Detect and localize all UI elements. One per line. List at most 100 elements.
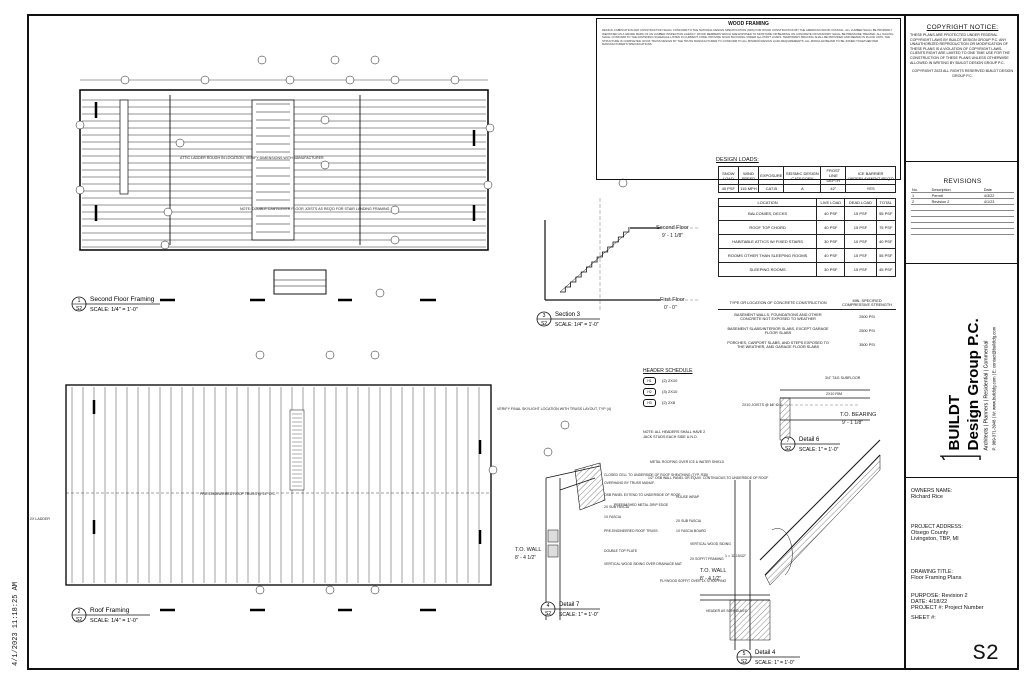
grid-bubble: [200, 75, 210, 85]
drawing-sheet-border: [27, 14, 1019, 670]
grid-bubble: [543, 447, 553, 457]
view-title-1: 1 S2 Second Floor Framing SCALE: 1/4" = …: [71, 296, 160, 313]
design-loads-title: DESIGN LOADS:: [716, 157, 759, 163]
svg-text:3: 3: [543, 313, 546, 319]
grid-bubble: [75, 185, 85, 195]
grid-bubble: [255, 585, 265, 595]
detail-4-note: HOUSE WRAP: [676, 495, 700, 499]
svg-text:7: 7: [787, 438, 790, 444]
concrete-table: TYPE OR LOCATION OF CONCRETE CONSTRUCTIO…: [718, 297, 896, 352]
svg-text:Detail 6: Detail 6: [799, 437, 820, 443]
grid-bubbles: [75, 55, 628, 595]
copyright-title: COPYRIGHT NOTICE:: [926, 24, 999, 31]
detail-7-note: 2X SUB FASCIA: [604, 505, 630, 509]
svg-text:S2: S2: [541, 321, 547, 327]
detail-4-note: VERTICAL WOOD SIDING: [690, 542, 731, 546]
view-title-2: 2 S2 Roof Framing SCALE: 1/4" = 1'-0": [71, 607, 150, 624]
svg-text:S2: S2: [76, 617, 82, 623]
svg-text:Second Floor Framing: Second Floor Framing: [90, 296, 155, 303]
detail-7-notes: CLOSED CELL TO UNDERSIDE OF ROOF SHEATHI…: [604, 473, 708, 566]
svg-text:Design Group P.C.: Design Group P.C.: [965, 318, 982, 450]
grid-bubble: [485, 123, 495, 133]
skylight-note: VERIFY FINAL SKYLIGHT LOCATION WITH TRUS…: [497, 407, 611, 411]
detail-4-note: 1X FASCIA BOARD: [676, 529, 707, 533]
grid-bubble: [325, 350, 335, 360]
detail-7-note: DOUBLE TOP PLATE: [604, 549, 638, 553]
grid-bubble: [330, 55, 340, 65]
svg-text:BUILDT: BUILDT: [946, 394, 963, 450]
grid-bubble: [390, 205, 400, 215]
detail-7-note: CLOSED CELL TO UNDERSIDE OF ROOF SHEATHI…: [604, 473, 708, 477]
svg-text:0' - 0": 0' - 0": [664, 305, 677, 311]
grid-bubble: [257, 55, 267, 65]
grid-bubble: [345, 75, 355, 85]
svg-text:9' - 1 1/8": 9' - 1 1/8": [662, 233, 683, 239]
svg-text:Detail 7: Detail 7: [559, 602, 580, 608]
owner-label: OWNERS NAME:: [911, 488, 953, 494]
view-title-4: 4 S2 Detail 7 SCALE: 1" = 1'-0": [540, 601, 600, 618]
grid-bubble: [325, 585, 335, 595]
svg-text:1 = 11 15/32": 1 = 11 15/32": [725, 554, 747, 558]
view-title-5: 5 S2 Detail 4 SCALE: 1" = 1'-0": [736, 649, 800, 666]
view-title-3: 3 S2 Section 3 SCALE: 1/4" = 1'-0": [536, 311, 600, 328]
tob-label: T.O. BEARING: [840, 412, 876, 418]
svg-text:5: 5: [743, 651, 746, 657]
svg-text:1: 1: [78, 298, 81, 304]
truss-note: PRE-ENGINEERED ROOF TRUSS @ 24" O.C.: [200, 492, 276, 496]
address-line2: Livingston, TBP, MI: [911, 536, 959, 542]
drawing-title-label: DRAWING TITLE:: [911, 569, 953, 575]
detail-4-note: 2X SUB FASCIA: [676, 519, 702, 523]
grid-bubble: [255, 350, 265, 360]
header-schedule-row: H1(2) 2X10: [643, 377, 705, 385]
first-floor-elev: First Floor: [660, 297, 685, 303]
roof-trusses: [71, 387, 480, 583]
section-stair-profile: [560, 227, 630, 293]
header-schedule-title: HEADER SCHEDULE: [643, 368, 693, 374]
svg-text:S2: S2: [545, 611, 551, 617]
tow-label: T.O. WALL: [515, 547, 541, 553]
detail-4-note: 1/2" OSB WALL PANEL OR EQUIV. CONTINUOUS…: [648, 476, 768, 480]
svg-text:4: 4: [547, 603, 550, 609]
svg-text:3/4" T&G SUBFLOOR: 3/4" T&G SUBFLOOR: [825, 376, 861, 380]
svg-text:8' - 4 1/2": 8' - 4 1/2": [515, 555, 536, 561]
wood-framing-notes: WOOD FRAMING DESIGN, FABRICATION AND CON…: [596, 18, 901, 180]
second-floor-plan: [79, 89, 489, 251]
detail-4-wall: [700, 480, 770, 650]
detail-7-note: OVERHANG BY TRUSS MANUF.: [604, 481, 655, 485]
svg-text:SCALE: 1" = 1'-0": SCALE: 1" = 1'-0": [799, 447, 839, 453]
second-floor-elev: Second Floor: [656, 225, 689, 231]
detail-7-wall: [545, 465, 601, 620]
detail-7-note: OSB PANEL EXTEND TO UNDERSIDE OF ROOF: [604, 493, 680, 497]
address-label: PROJECT ADDRESS:: [911, 524, 963, 530]
grid-bubble: [175, 138, 185, 148]
stair-treads: [256, 103, 290, 233]
cantilever-note: NOTE: DOUBLE CANTILEVER FLOOR JOISTS AS …: [240, 207, 390, 211]
svg-text:S2: S2: [785, 446, 791, 452]
copyright-section: COPYRIGHT NOTICE: THESE PLANS ARE PROTEC…: [906, 14, 1019, 162]
roof-plan: [65, 384, 492, 586]
grid-bubble: [370, 55, 380, 65]
grid-bubble: [390, 75, 400, 85]
firm-logo: BUILDT Design Group P.C. Architects | Pl…: [940, 318, 996, 460]
svg-text:Detail 4: Detail 4: [755, 650, 776, 656]
revisions-title: REVISIONS: [943, 178, 982, 185]
grid-bubble: [560, 420, 570, 430]
detail-4-note: METAL ROOFING OVER ICE & WATER SHIELD: [650, 460, 725, 464]
annotations: ATTIC LADDER ROUGH IN LOCATION, VERIFY D…: [30, 156, 876, 582]
svg-text:2X10 JOISTS @ 16" O.C.: 2X10 JOISTS @ 16" O.C.: [742, 403, 783, 407]
tow-label-2: T.O. WALL: [700, 568, 726, 574]
sheet-number: S2: [972, 641, 999, 666]
grid-bubble: [160, 240, 170, 250]
grid-bubble: [320, 115, 330, 125]
project-number-row: PROJECT #: Project Number: [911, 605, 984, 611]
purpose-row: PURPOSE: Revision 2: [911, 593, 968, 599]
header-schedule-row: H3(2) 2X8: [643, 399, 705, 407]
sheet-label: SHEET #:: [911, 615, 936, 621]
grid-bubble: [75, 120, 85, 130]
detail-4-notes: METAL ROOFING OVER ICE & WATER SHIELD 1/2…: [614, 460, 768, 613]
detail-4-note: 2X SOFFIT FRAMING: [690, 557, 724, 561]
